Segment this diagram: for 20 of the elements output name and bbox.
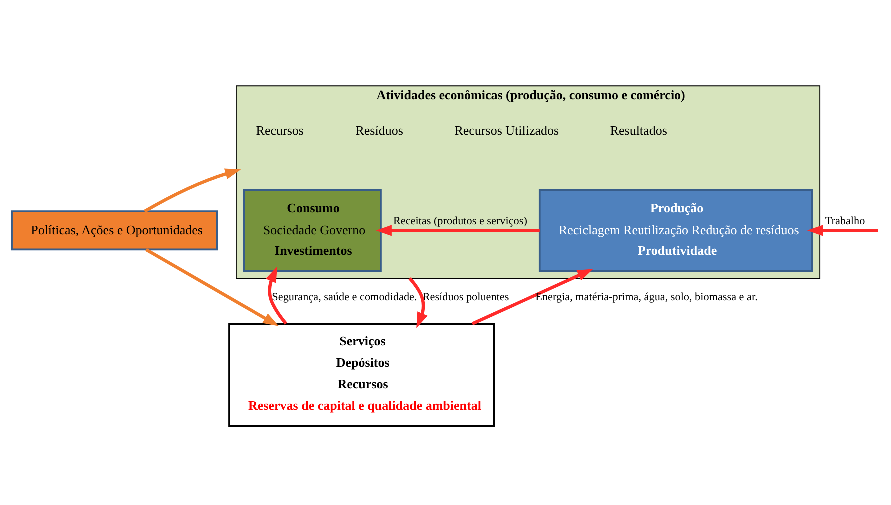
node-box: Serviços Depósitos Recursos Reservas de capital e qualidade ambiental xyxy=(228,323,496,428)
label: Recursos Utilizados xyxy=(454,123,560,138)
arrow xyxy=(145,248,280,326)
arrow xyxy=(144,168,242,213)
node-box: Consumo Sociedade Governo Investimentos xyxy=(243,189,382,272)
edge-label: Energia, matéria-prima, água, solo, biomassa e ar. xyxy=(536,291,758,304)
node-box: Produção Reciclagem Reutilização Redução de resíduos Produtividade xyxy=(538,189,814,272)
arrow xyxy=(376,225,540,236)
edge-label: Receitas (produtos e serviços) xyxy=(393,216,528,228)
label: Resultados xyxy=(610,123,668,138)
edge-label: Resíduos poluentes xyxy=(422,291,510,304)
arrow xyxy=(266,266,288,325)
edge-label: Trabalho xyxy=(825,216,866,228)
arrow xyxy=(472,269,594,326)
edge-label: Segurança, saúde e comodidade. xyxy=(272,291,418,304)
label: Recursos xyxy=(256,123,304,138)
arrow xyxy=(408,277,428,328)
node-box: Políticas, Ações e Oportunidades xyxy=(11,210,218,251)
arrow xyxy=(807,225,878,236)
label: Resíduos xyxy=(356,123,404,138)
